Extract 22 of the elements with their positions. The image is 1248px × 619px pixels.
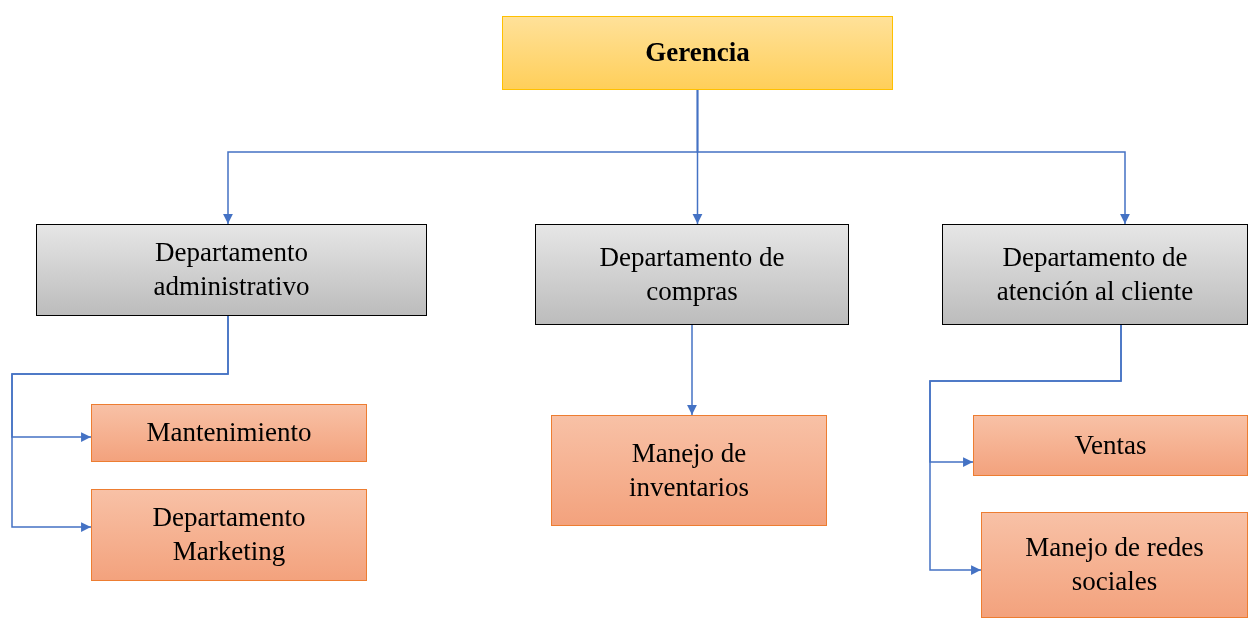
connector-arrow [11, 315, 229, 532]
org-box [91, 404, 367, 462]
box-label: Departamento Marketing [151, 501, 307, 568]
org-box [973, 415, 1248, 476]
org-box [535, 224, 849, 325]
org-box [551, 415, 827, 526]
connector-arrow [929, 324, 1122, 575]
box-label: Mantenimiento [146, 416, 312, 450]
box-label: Manejo de redes sociales [1024, 531, 1205, 598]
box-label: Manejo de inventarios [628, 436, 750, 504]
org-box [91, 489, 367, 581]
box-label: Departamento administrativo [152, 236, 311, 303]
connector-arrow [696, 89, 1130, 225]
box-label: Gerencia [645, 36, 750, 70]
org-box [36, 224, 427, 316]
connector-arrow [687, 324, 697, 416]
org-box [981, 512, 1248, 618]
org-box [502, 16, 893, 90]
org-box [942, 224, 1248, 325]
box-label: Departamento de atención al cliente [995, 240, 1195, 308]
box-label: Ventas [1074, 428, 1147, 462]
box-label: Departamento de compras [598, 240, 786, 308]
